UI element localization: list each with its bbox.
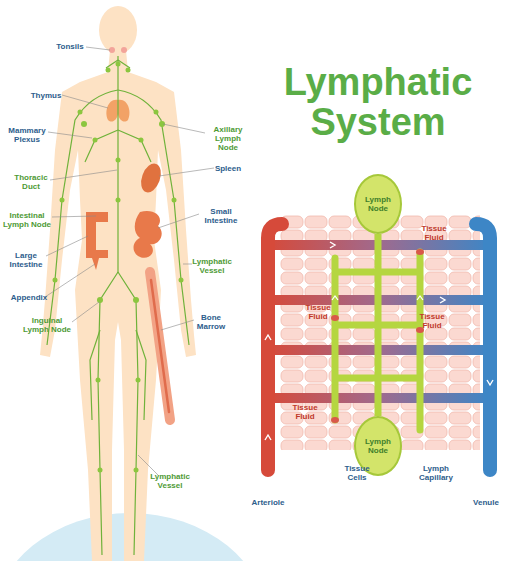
spleen-organ (137, 161, 164, 195)
large-intestine-organ (86, 212, 108, 258)
lymph-nodes (53, 62, 184, 473)
part-label: Spleen (210, 164, 246, 173)
thoracic-duct (117, 56, 118, 272)
part-label: Lymph Capillary (414, 464, 458, 482)
flow-arrows (265, 242, 493, 440)
part-label: Thoracic Duct (11, 173, 51, 191)
part-label: Large Intestine (4, 251, 48, 269)
lymph-capillaries (335, 252, 420, 430)
leader-lines (45, 47, 214, 475)
part-label: Tissue Fluid (419, 224, 449, 242)
part-label: Lymphatic Vessel (148, 472, 192, 490)
part-label: Tissue Cells (335, 464, 379, 482)
part-label: Tissue Fluid (417, 312, 447, 330)
leg-vessel (98, 272, 138, 555)
part-label: Bone Marrow (193, 313, 229, 331)
part-label: Intestinal Lymph Node (1, 211, 53, 229)
part-label: Lymphatic Vessel (190, 257, 234, 275)
part-label: Tissue Fluid (303, 303, 333, 321)
tonsil (121, 47, 127, 53)
body-head (99, 6, 137, 54)
bone-marrow (151, 280, 169, 412)
venule-vessel (476, 224, 490, 470)
mammary-plexus (85, 130, 151, 162)
part-label: Inguinal Lymph Node (21, 316, 73, 334)
femur-bone (150, 272, 170, 420)
small-intestine-organ (134, 211, 162, 258)
lymph-vessel (118, 90, 189, 345)
arteriole-vessel (268, 224, 282, 470)
appendix-organ (92, 258, 99, 270)
body-silhouette (40, 50, 196, 561)
node-text: Lymph Node (356, 437, 400, 455)
part-label: Venule (466, 498, 506, 507)
flow-arrows (332, 262, 423, 300)
part-label: Thymus (26, 91, 66, 100)
part-label: Appendix (7, 293, 51, 302)
part-label: Arteriole (246, 498, 290, 507)
node-text: Lymph Node (356, 195, 400, 213)
part-label: Tonsils (50, 42, 90, 51)
part-label: Axillary Lymph Node (205, 125, 251, 152)
part-label: Mammary Plexus (5, 126, 49, 144)
lymph-vessel (47, 90, 118, 345)
part-label: Tissue Fluid (290, 403, 320, 421)
diagram-title: Lymphatic System (278, 62, 478, 142)
lymph-vessel-connector (375, 234, 382, 416)
tissue-cells (280, 215, 480, 450)
lymph-node: Lymph Node (354, 174, 402, 234)
part-label: Small Intestine (199, 207, 243, 225)
lymph-vessel (90, 60, 146, 420)
tissue-fluid-drops (331, 249, 424, 423)
